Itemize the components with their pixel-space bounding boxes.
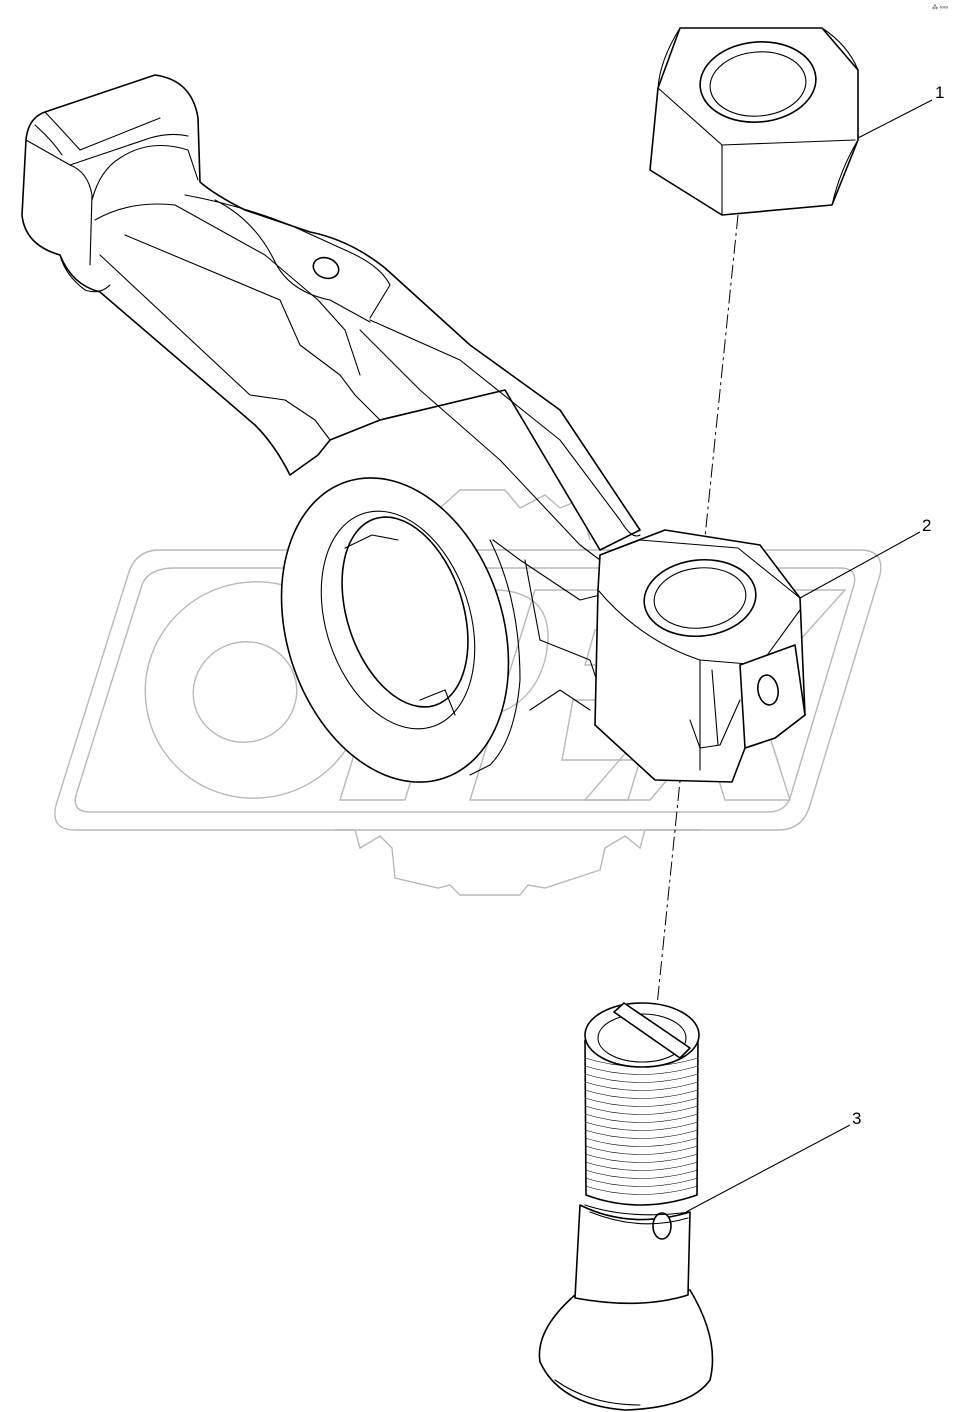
screw-neck: [584, 1204, 691, 1225]
rocker-arm-upper-edge: [369, 319, 641, 537]
callout-3-leader: [685, 1124, 851, 1213]
callout-2-number: 2: [922, 516, 931, 535]
rocker-arm-lower-edge: [359, 329, 601, 561]
watermark-gear: [335, 829, 700, 896]
rocker-arm-web: [214, 199, 371, 323]
callout-2: 2: [799, 516, 931, 599]
watermark-letter-o-inner: [192, 641, 298, 743]
watermark-plate: [54, 549, 882, 831]
rocker-oil-hole: [312, 256, 340, 280]
rocker-clamp-hole: [757, 674, 779, 706]
callout-1: 1: [857, 83, 944, 139]
rocker-arm-edge: [184, 194, 391, 319]
rocker-boss-chamfer: [344, 534, 456, 716]
rocker-arm-rib-lower: [99, 254, 331, 441]
callout-3: 3: [685, 1109, 861, 1213]
screw-slot: [613, 1002, 691, 1059]
rocker-clamp-slot: [689, 669, 741, 749]
screw-ball-foot: [538, 1289, 714, 1411]
rocker-boss-fillet: [492, 539, 601, 711]
callout-1-leader: [857, 99, 933, 139]
rocker-shaft-bore: [341, 516, 469, 708]
rocker-arm: [21, 74, 806, 783]
screw-ball-foot-edge: [554, 1379, 641, 1406]
callout-1-number: 1: [935, 83, 944, 102]
screw-shank: [574, 1204, 691, 1305]
rocker-boss-side: [469, 539, 521, 776]
callout-2-leader: [799, 531, 921, 599]
screw-threads: [584, 1057, 699, 1195]
rocker-pad-top-edge: [44, 111, 161, 151]
corner-mark: ⁂ ∞∞: [932, 5, 948, 11]
rocker-arm-body: [21, 74, 641, 551]
screw-top-chamfer: [597, 1013, 687, 1063]
hex-nut: [649, 27, 859, 216]
hex-nut-chamfer: [657, 27, 859, 206]
hex-nut-bore: [699, 41, 817, 123]
rocker-adjuster-top: [599, 539, 801, 599]
adjusting-screw: [538, 1002, 714, 1411]
watermark-plate-inner: [74, 567, 856, 813]
screw-top-face: [584, 1002, 700, 1068]
rocker-arm-rib-mid: [124, 234, 381, 421]
rocker-adjuster-bore-inner: [653, 567, 747, 629]
rocker-adjuster-bore: [643, 558, 757, 638]
rocker-pad-side-edge: [34, 124, 189, 166]
rocker-pad-fillet: [91, 145, 199, 201]
hex-nut-bore-inner: [709, 51, 807, 117]
rocker-shaft-boss-rim: [320, 510, 476, 730]
screw-cross-hole: [652, 1212, 672, 1240]
callout-3-number: 3: [852, 1109, 861, 1128]
rocker-arm-rib-upper: [94, 203, 361, 376]
rocker-pad-bottom: [59, 254, 111, 293]
